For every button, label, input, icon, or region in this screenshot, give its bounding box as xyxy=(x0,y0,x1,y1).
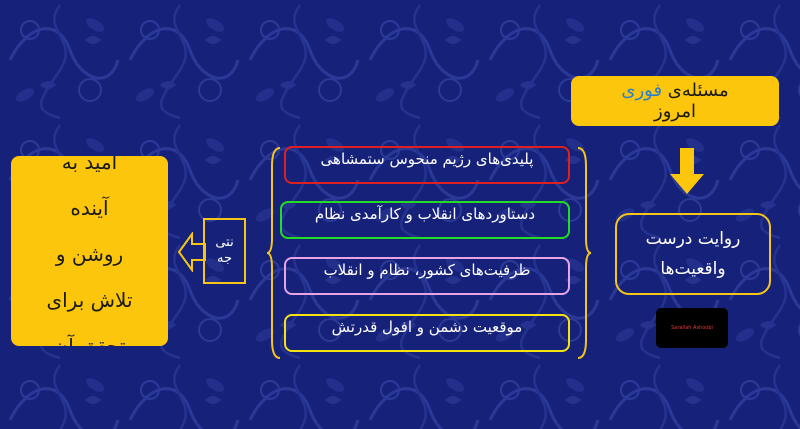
thumbnail-text: Sarallah Ashoobi xyxy=(671,325,713,331)
video-thumbnail[interactable]: Sarallah Ashoobi xyxy=(656,308,728,348)
title-line-2: امروز xyxy=(654,101,696,122)
list-item-enemy: موقعیت دشمن و افول قدرتش xyxy=(284,314,570,352)
title-highlight: فوری xyxy=(621,80,663,101)
narrative-line-1: روایت درست xyxy=(645,229,741,249)
left-brace-icon xyxy=(266,147,281,359)
right-brace-icon xyxy=(577,147,592,359)
outcome-line-2: آینده xyxy=(70,196,109,220)
outcome-line-3: روشن و xyxy=(55,242,124,266)
list-item-regime: پلیدی‌های رژیم منحوس ستمشاهی xyxy=(284,146,570,184)
title-prefix: مسئله‌ی xyxy=(662,80,729,101)
down-arrow-icon xyxy=(670,148,704,194)
result-line-2: جه xyxy=(217,251,233,266)
title-line-1: مسئله‌ی فوری xyxy=(621,80,728,101)
result-line-1: نتی xyxy=(215,235,234,250)
narrative-line-2: واقعیت‌ها xyxy=(660,259,726,279)
title-box: مسئله‌ی فوری امروز xyxy=(571,76,779,126)
outcome-line-4: تلاش برای xyxy=(46,288,133,312)
result-box: نتی جه xyxy=(203,218,246,284)
list-item-achievements: دستاوردهای انقلاب و کارآمدی نظام xyxy=(280,201,570,239)
outcome-text: امید به آینده روشن و تلاش برای تحقق آن xyxy=(11,156,168,346)
narrative-box: روایت درست واقعیت‌ها xyxy=(615,213,771,295)
outcome-box: امید به آینده روشن و تلاش برای تحقق آن xyxy=(11,156,168,346)
outcome-line-1: امید به xyxy=(61,156,118,174)
list-item-capacities: ظرفیت‌های کشور، نظام و انقلاب xyxy=(284,257,570,295)
outcome-line-5: تحقق آن xyxy=(53,334,126,346)
left-arrow-icon xyxy=(178,232,206,272)
